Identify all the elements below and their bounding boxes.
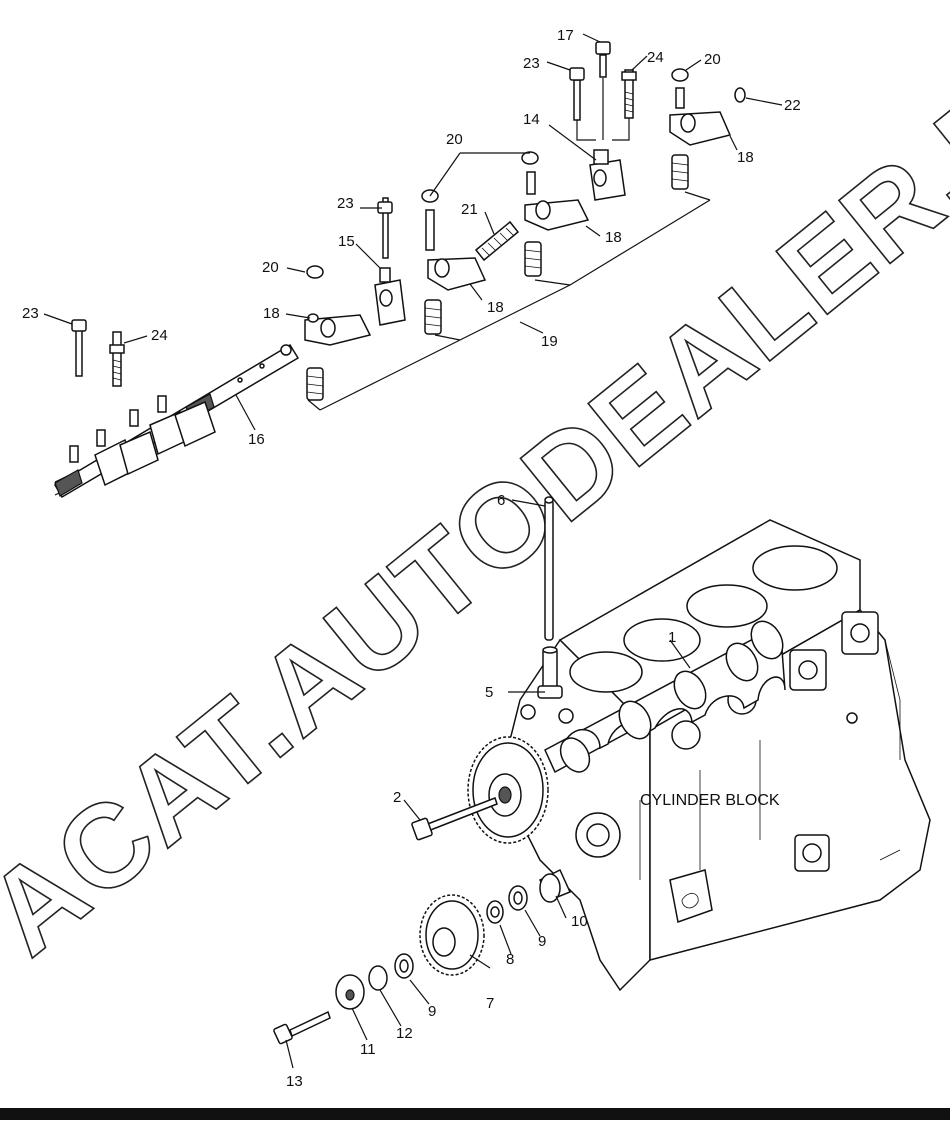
rocker-arm-3 [521, 151, 590, 231]
idler-bolt [273, 1010, 331, 1045]
cylinder-block: CYLINDER BLOCK [499, 519, 931, 992]
callout-5: 5 [485, 684, 493, 701]
bolt-23-left [71, 319, 87, 377]
washers [335, 885, 528, 1010]
callout-23-top: 23 [523, 55, 540, 72]
bolt-17 [595, 41, 611, 78]
callout-18-top: 18 [737, 149, 754, 166]
callout-22: 22 [784, 97, 801, 114]
rocker-shaft-assembly [53, 343, 300, 499]
callout-18-left: 18 [263, 305, 280, 322]
rocker-support-15 [374, 197, 406, 326]
camshaft [544, 620, 786, 774]
callout-20-left: 20 [262, 259, 279, 276]
callout-15: 15 [338, 233, 355, 250]
callout-14: 14 [523, 111, 540, 128]
callout-1: 1 [668, 629, 676, 646]
callout-18-right: 18 [605, 229, 622, 246]
callout-7: 7 [486, 995, 494, 1012]
callout-8: 8 [506, 951, 514, 968]
idler-shaft [538, 868, 572, 903]
bracket-19 [307, 191, 711, 411]
valve-adjuster-1 [306, 367, 324, 401]
rocker-arm-1 [304, 265, 372, 346]
callout-2: 2 [393, 789, 401, 806]
rocker-arm-4 [669, 68, 746, 146]
callout-10: 10 [571, 913, 588, 930]
callout-20-top: 20 [704, 51, 721, 68]
valve-adjuster-4 [671, 154, 689, 190]
callout-18-mid: 18 [487, 299, 504, 316]
callout-19: 19 [541, 333, 558, 350]
stud-24-left [109, 331, 125, 387]
callout-9-left: 9 [428, 1003, 436, 1020]
pushrod [544, 496, 554, 641]
alignment-lines [576, 78, 630, 141]
callout-23-left: 23 [22, 305, 39, 322]
callout-labels: 17 23 24 20 22 18 14 20 21 18 23 15 20 1… [22, 27, 801, 1090]
bolt-23-top [569, 67, 585, 121]
valve-adjuster-3 [524, 241, 542, 277]
callout-23-mid: 23 [337, 195, 354, 212]
stud-24-top [621, 69, 637, 119]
callout-24-left: 24 [151, 327, 168, 344]
leader-lines [43, 33, 783, 1069]
callout-11: 11 [360, 1041, 376, 1058]
callout-16: 16 [248, 431, 265, 448]
camshaft-gear [467, 736, 549, 844]
callout-24-top: 24 [647, 49, 664, 66]
callout-17: 17 [557, 27, 574, 44]
cylinder-block-label: CYLINDER BLOCK [640, 792, 780, 809]
idler-gear [419, 894, 485, 976]
callout-12: 12 [396, 1025, 413, 1042]
callout-13: 13 [286, 1073, 303, 1090]
tappet [537, 646, 563, 699]
callout-6: 6 [497, 492, 505, 509]
gear-bolt [411, 797, 498, 841]
valve-adjuster-2 [424, 299, 442, 335]
callout-21: 21 [461, 201, 478, 218]
callout-9-right: 9 [538, 933, 546, 950]
spring-21 [474, 220, 520, 262]
callout-20-mid: 20 [446, 131, 463, 148]
bottom-border [0, 1108, 950, 1120]
rocker-support-14 [589, 149, 626, 201]
